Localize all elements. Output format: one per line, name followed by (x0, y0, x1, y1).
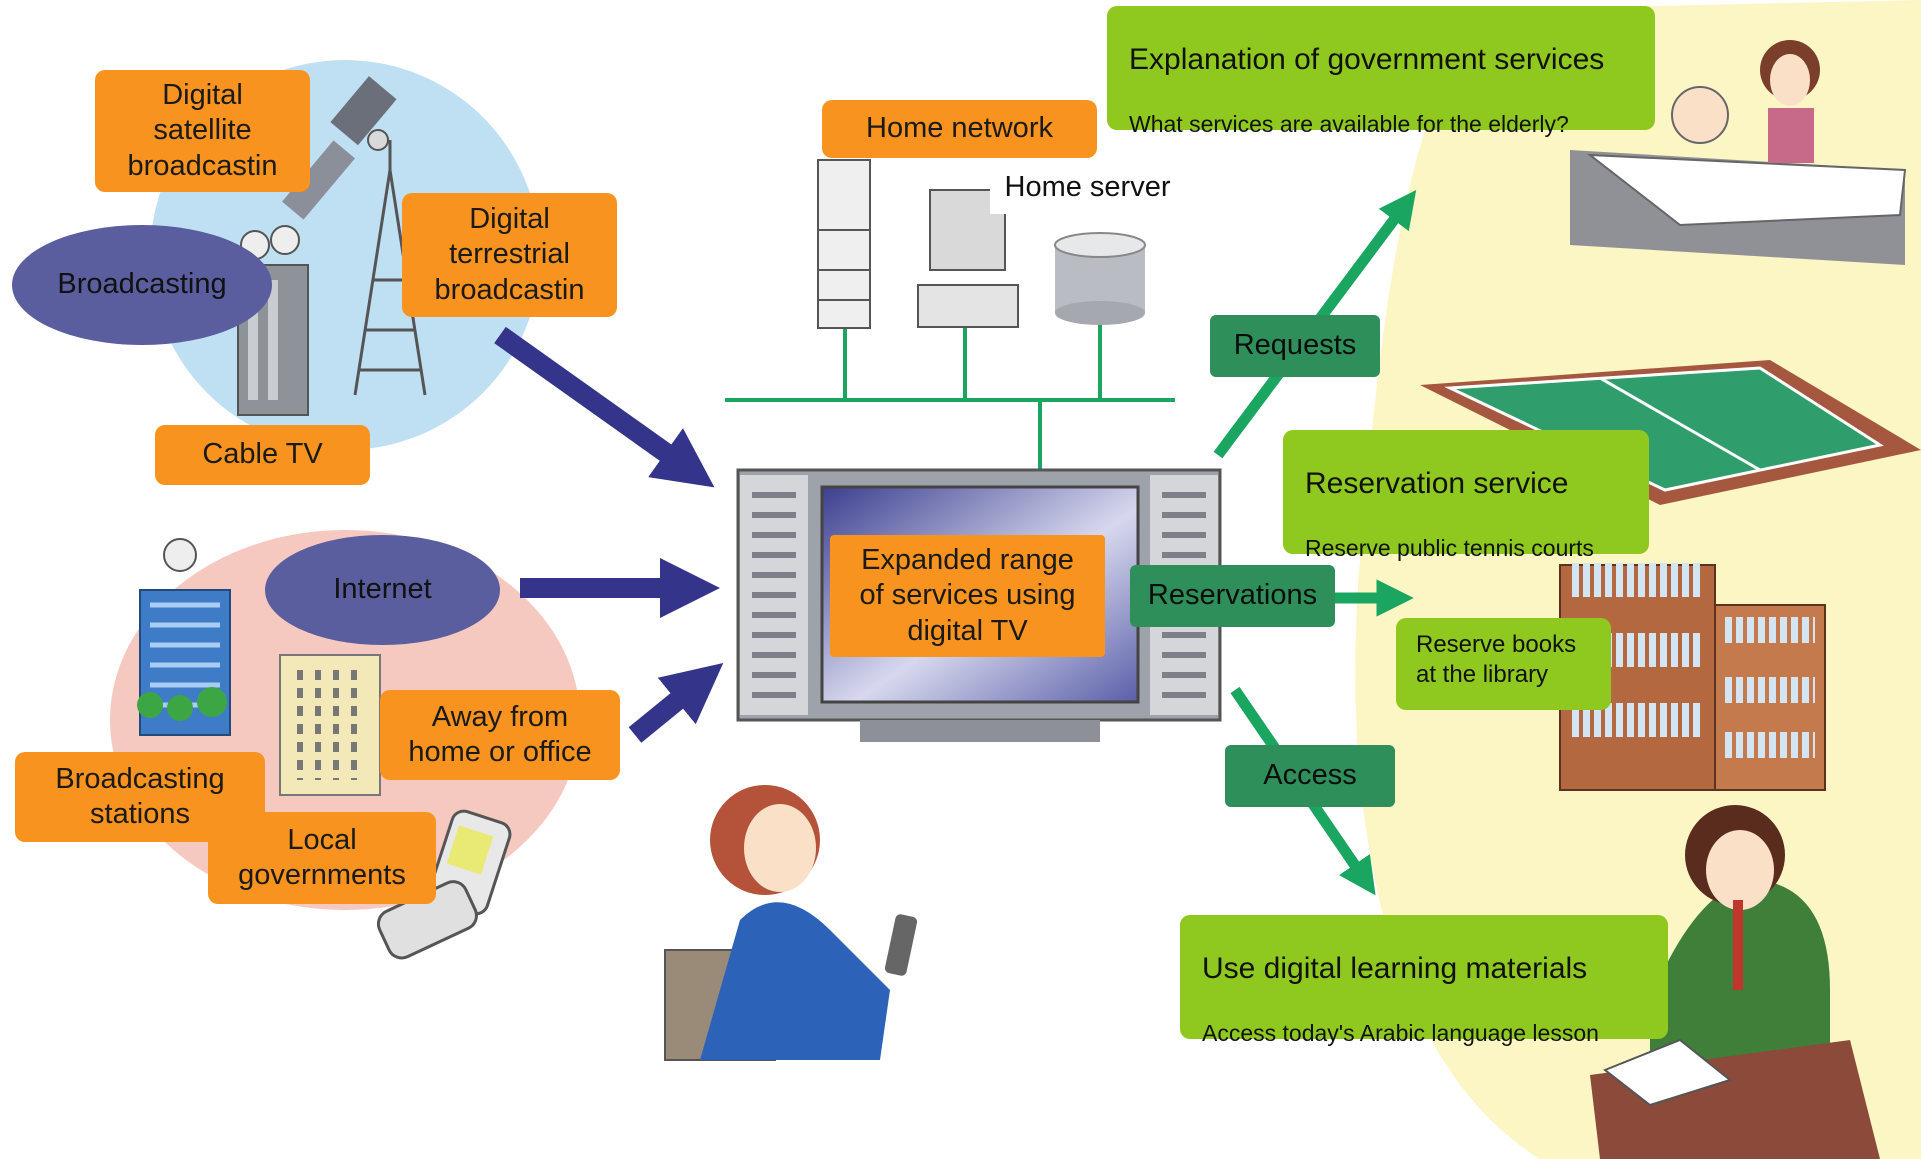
learning-materials-title: Use digital learning materials (1202, 951, 1588, 985)
requests-label: Requests (1210, 315, 1380, 377)
government-services-title: Explanation of government services (1129, 42, 1605, 76)
arrow-broadcasting-to-tv (494, 326, 715, 488)
reservation-service-title: Reservation service (1305, 466, 1569, 500)
learning-materials-subtitle: Access today's Arabic language lesson (1202, 1019, 1599, 1046)
mobile-phone-icon (376, 809, 512, 960)
learning-materials-box: Use digital learning materials Access to… (1180, 915, 1668, 1046)
tower-pc-icon (817, 159, 871, 329)
library-bookshelves-illustration (1559, 563, 1826, 791)
digital-terrestrial-label: Digital terrestrial broadcastin (402, 193, 617, 317)
government-services-box: Explanation of government services What … (1107, 6, 1655, 137)
cable-tv-label: Cable TV (155, 425, 370, 485)
internet-ellipse: Internet (265, 535, 500, 645)
hospital-bed-illustration (1570, 40, 1907, 265)
home-server-label: Home server (990, 162, 1185, 214)
access-label: Access (1225, 745, 1395, 807)
arrow-away-to-tv (628, 663, 724, 743)
tennis-court-illustration (1420, 360, 1921, 505)
home-network-lines (725, 320, 1175, 470)
government-services-subtitle: What services are available for the elde… (1129, 110, 1569, 137)
digital-satellite-label: Digital satellite broadcastin (95, 70, 310, 192)
office-building-icon (137, 538, 231, 736)
reservation-service-subtitle: Reserve public tennis courts (1305, 534, 1594, 561)
local-governments-label: Local governments (208, 812, 436, 904)
library-books-box: Reserve books at the library (1396, 618, 1611, 710)
server-cylinder-icon (1054, 232, 1146, 325)
reservations-label: Reservations (1130, 565, 1335, 627)
student-studying-illustration (1590, 805, 1880, 1159)
reservation-service-box: Reservation service Reserve public tenni… (1283, 430, 1649, 561)
woman-with-remote-illustration (664, 785, 918, 1061)
tv-services-label: Expanded range of services using digital… (830, 535, 1105, 657)
home-network-label: Home network (822, 100, 1097, 158)
satellite-icon (282, 76, 397, 220)
away-from-home-label: Away from home or office (380, 690, 620, 780)
broadcasting-ellipse: Broadcasting (12, 225, 272, 345)
apartment-building-icon (279, 654, 381, 796)
